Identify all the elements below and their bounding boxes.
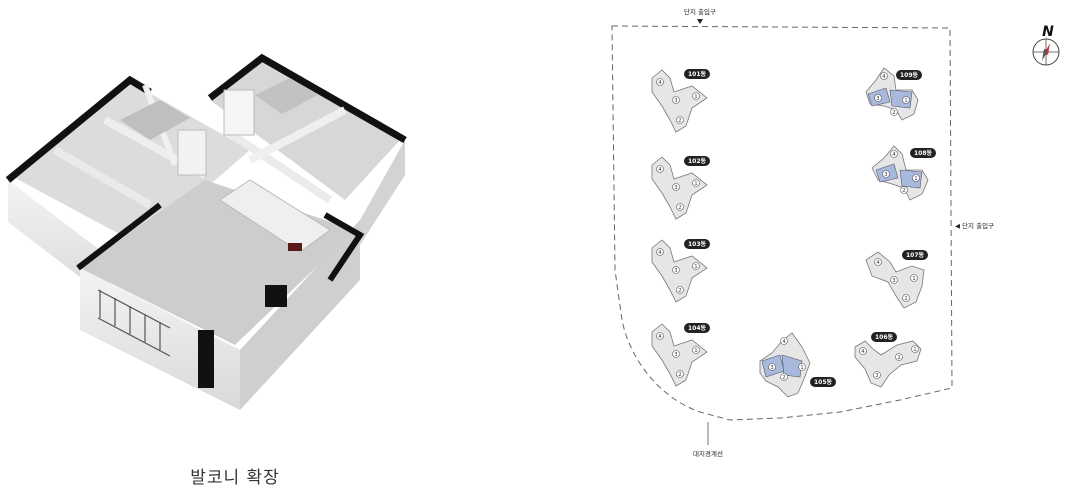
svg-text:3: 3	[674, 352, 677, 358]
svg-text:3: 3	[674, 98, 677, 104]
building-label: 108동	[914, 149, 933, 157]
building-label: 103동	[688, 240, 707, 248]
building-105[interactable]: 4 3 1 2 105동	[759, 332, 836, 398]
svg-text:2: 2	[782, 375, 785, 381]
building-107[interactable]: 4 3 1 2 107동	[865, 250, 928, 309]
floor-plan-caption: 발코니 확장	[190, 468, 280, 488]
building-101[interactable]: 4 3 1 2 101동	[651, 69, 710, 133]
building-label: 106동	[875, 333, 894, 341]
svg-text:4: 4	[658, 334, 661, 340]
svg-text:4: 4	[658, 167, 661, 173]
building-label: 104동	[688, 324, 707, 332]
svg-text:1: 1	[694, 348, 697, 354]
svg-text:3: 3	[770, 365, 773, 371]
svg-text:3: 3	[876, 96, 879, 102]
svg-text:3: 3	[884, 172, 887, 178]
svg-text:4: 4	[861, 349, 864, 355]
svg-text:3: 3	[674, 268, 677, 274]
building-label: 105동	[814, 378, 833, 386]
building-104[interactable]: 4 3 1 2 104동	[651, 323, 710, 387]
svg-text:2: 2	[678, 372, 681, 378]
svg-text:1: 1	[694, 181, 697, 187]
site-boundary-line	[611, 25, 953, 421]
svg-text:2: 2	[678, 205, 681, 211]
svg-text:2: 2	[902, 188, 905, 194]
svg-text:1: 1	[800, 365, 803, 371]
svg-text:3: 3	[875, 373, 878, 379]
svg-text:4: 4	[658, 80, 661, 86]
svg-text:4: 4	[892, 152, 895, 158]
svg-text:1: 1	[694, 264, 697, 270]
svg-text:4: 4	[876, 260, 879, 266]
boundary-label: 대지경계선	[693, 449, 723, 458]
svg-text:1: 1	[913, 347, 916, 353]
svg-text:2: 2	[678, 288, 681, 294]
entrance-top-label: 단지 출입구	[684, 7, 716, 16]
north-compass-icon: N	[1032, 24, 1060, 66]
building-label: 102동	[688, 157, 707, 165]
north-label: N	[1042, 24, 1054, 40]
building-106[interactable]: 4 3 2 1 106동	[854, 332, 922, 388]
building-102[interactable]: 4 3 1 2 102동	[651, 156, 710, 220]
svg-text:4: 4	[782, 339, 785, 345]
building-label: 109동	[900, 71, 919, 79]
svg-text:2: 2	[892, 110, 895, 116]
svg-text:1: 1	[904, 98, 907, 104]
svg-text:1: 1	[912, 276, 915, 282]
building-103[interactable]: 4 3 1 2 103동	[651, 239, 710, 303]
svg-text:1: 1	[914, 176, 917, 182]
svg-text:2: 2	[904, 296, 907, 302]
building-label: 101동	[688, 70, 707, 78]
svg-text:2: 2	[678, 118, 681, 124]
entrance-right-label: ◀ 단지 출입구	[955, 221, 994, 230]
svg-text:1: 1	[694, 94, 697, 100]
svg-text:4: 4	[882, 74, 885, 80]
svg-text:3: 3	[674, 185, 677, 191]
floor-plan-3d-illustration	[5, 53, 407, 410]
site-plan: 대지경계선 단지 출입구 ◀ 단지 출입구 N 4 3 1 2 101동 4 3…	[611, 7, 1060, 458]
svg-text:3: 3	[892, 278, 895, 284]
building-109[interactable]: 4 3 1 2 109동	[865, 67, 922, 121]
building-label: 107동	[906, 251, 925, 259]
entrance-top-arrow-icon	[697, 19, 703, 24]
svg-text:2: 2	[897, 355, 900, 361]
svg-text:4: 4	[658, 250, 661, 256]
building-108[interactable]: 4 3 1 2 108동	[871, 145, 936, 201]
